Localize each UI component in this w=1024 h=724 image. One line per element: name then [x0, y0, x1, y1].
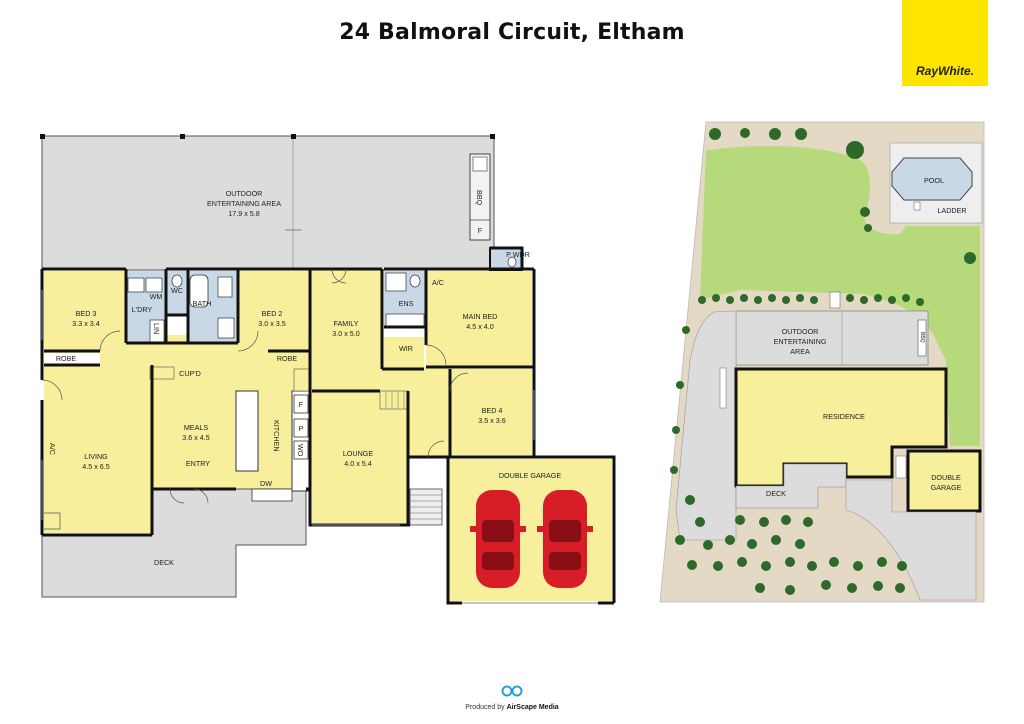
powder-label: P WDR: [506, 250, 530, 259]
fridge-outdoor-label: F: [478, 226, 483, 235]
site-ladder-label: LADDER: [937, 206, 966, 215]
ac-main-label: A/C: [432, 278, 444, 287]
bed2-size: 3.0 x 3.5: [258, 319, 286, 328]
family-room: [310, 269, 382, 391]
outdoor-area-size: 17.9 x 5.8: [228, 209, 260, 218]
footer-company: AirScape Media: [506, 704, 559, 711]
entry-label: ENTRY: [186, 459, 210, 468]
dishwasher-label: DW: [260, 479, 272, 488]
lounge-label: LOUNGE: [343, 449, 374, 458]
bed3-label: BED 3: [76, 309, 97, 318]
ac-living-label: A/C: [48, 443, 57, 455]
kitchen-label: KITCHEN: [272, 420, 281, 452]
family-size: 3.0 x 5.0: [332, 329, 360, 338]
bbq-label: BBQ: [475, 190, 484, 206]
wm-label: WM: [150, 292, 163, 301]
site-deck-label: DECK: [766, 489, 786, 498]
linen-label: LIN: [152, 323, 161, 334]
site-bbq-label: BBQ: [919, 332, 925, 343]
site-residence-label: RESIDENCE: [823, 412, 865, 421]
wall-oven-label: WO: [296, 444, 305, 457]
footer-produced-by: Produced by: [465, 704, 505, 711]
site-outdoor-area: [735, 310, 929, 366]
site-plan: POOL LADDER OUTDOOR ENTERTAINING AREA BB…: [659, 121, 985, 603]
kitchen-island: [235, 390, 259, 472]
robe-right-label: ROBE: [277, 354, 298, 363]
garage-car-right: [537, 490, 593, 588]
robe-left-label: ROBE: [56, 354, 77, 363]
wir-label: WIR: [399, 344, 413, 353]
passage-room: [382, 367, 452, 457]
meals-room: [152, 365, 312, 489]
site-garage: [906, 449, 982, 513]
site-pool-label: POOL: [924, 176, 944, 185]
site-outdoor-label: OUTDOOR: [782, 327, 819, 336]
wir-room: [384, 337, 424, 369]
outdoor-area: [41, 135, 495, 271]
cupboard-label: CUP'D: [179, 369, 201, 378]
site-outdoor-label-2: ENTERTAINING: [774, 337, 827, 346]
dishwasher-bench: [251, 488, 293, 502]
bed4-label: BED 4: [482, 406, 503, 415]
brand-logo: RayWhite.: [902, 0, 988, 86]
fridge-kitchen-label: F: [299, 400, 304, 409]
bed4-room: [452, 369, 532, 455]
ensuite-label: ENS: [399, 299, 414, 308]
wc-room: [166, 271, 188, 315]
footer: Produced by AirScape Media: [0, 684, 1024, 711]
site-outdoor-label-3: AREA: [790, 347, 810, 356]
deck-label: DECK: [154, 558, 174, 567]
garage-car-left: [470, 490, 526, 588]
bed4-size: 3.5 x 3.6: [478, 416, 506, 425]
garage-label: DOUBLE GARAGE: [499, 471, 562, 480]
meals-size: 3.6 x 4.5: [182, 433, 210, 442]
bbq-bench: [469, 153, 491, 241]
main-bed-size: 4.5 x 4.0: [466, 322, 494, 331]
outdoor-area-label: OUTDOOR: [226, 189, 263, 198]
site-pool: [891, 157, 973, 201]
main-bed-label: MAIN BED: [463, 312, 498, 321]
lawn-area: [700, 145, 980, 447]
floor-plan: OUTDOOR ENTERTAINING AREA 17.9 x 5.8 BBQ…: [40, 134, 616, 605]
page-title: 24 Balmoral Circuit, Eltham: [339, 20, 685, 45]
main-bed-room: [426, 271, 532, 367]
meals-label: MEALS: [184, 423, 209, 432]
bath-label: BATH: [193, 299, 212, 308]
family-label: FAMILY: [333, 319, 358, 328]
laundry-label: L'DRY: [132, 305, 153, 314]
outdoor-area-label-2: ENTERTAINING AREA: [207, 199, 281, 208]
living-room: [44, 365, 152, 533]
bed3-size: 3.3 x 3.4: [72, 319, 100, 328]
site-garage-label-2: GARAGE: [931, 483, 962, 492]
wc-label: WC: [171, 286, 183, 295]
lounge-size: 4.0 x 5.4: [344, 459, 372, 468]
pantry-label: P: [299, 424, 304, 433]
living-size: 4.5 x 6.5: [82, 462, 110, 471]
airscape-logo-icon: [500, 684, 524, 702]
brand-logo-text: RayWhite.: [915, 64, 974, 78]
bed2-label: BED 2: [262, 309, 283, 318]
living-label: LIVING: [84, 452, 108, 461]
site-garage-label: DOUBLE: [931, 473, 961, 482]
